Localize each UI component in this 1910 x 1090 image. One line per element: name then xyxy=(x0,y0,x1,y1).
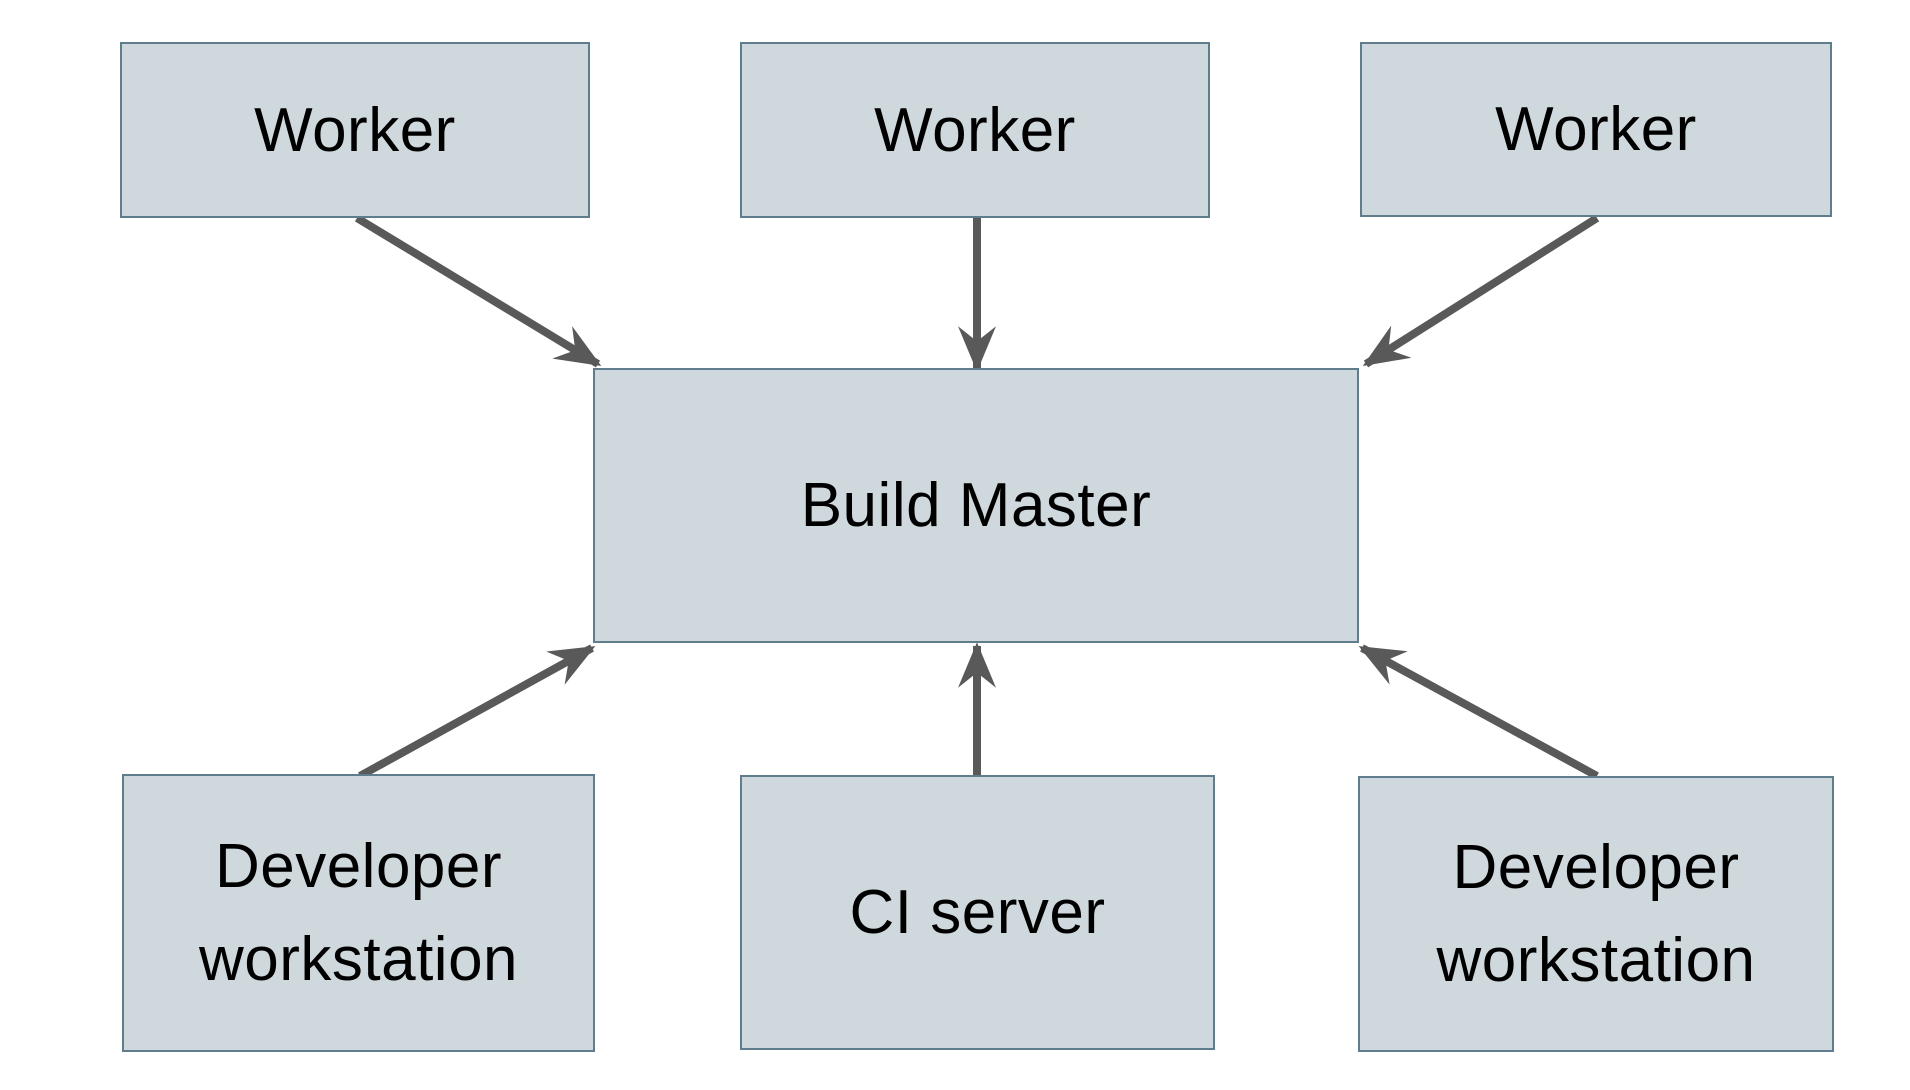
node-worker-top-right-label: Worker xyxy=(1495,95,1697,164)
node-worker-top-left: Worker xyxy=(120,42,590,218)
node-worker-top-right: Worker xyxy=(1360,42,1832,217)
node-developer-workstation-right-label: Developer workstation xyxy=(1436,833,1756,995)
node-worker-top-left-label: Worker xyxy=(254,95,456,165)
node-worker-top-center-label: Worker xyxy=(874,95,1076,165)
node-developer-workstation-left: Developer workstation xyxy=(122,774,595,1052)
edge-dev-left-to-build-master xyxy=(358,644,596,780)
node-ci-server-label: CI server xyxy=(849,878,1106,947)
edge-worker-top-left-to-build-master xyxy=(354,214,602,368)
node-build-master: Build Master xyxy=(593,368,1359,643)
node-ci-server: CI server xyxy=(740,775,1215,1050)
node-developer-workstation-left-label: Developer workstation xyxy=(198,832,519,994)
edge-worker-top-right-to-build-master xyxy=(1362,214,1600,368)
node-developer-workstation-right: Developer workstation xyxy=(1358,776,1834,1052)
node-build-master-label: Build Master xyxy=(800,471,1152,540)
edge-dev-right-to-build-master xyxy=(1358,644,1599,780)
node-worker-top-center: Worker xyxy=(740,42,1210,218)
